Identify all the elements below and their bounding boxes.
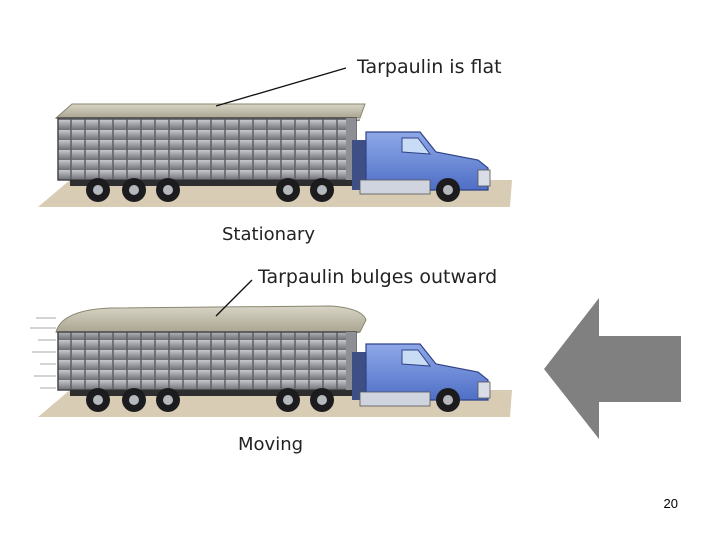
flat-tarpaulin-label: Tarpaulin is flat — [357, 56, 502, 78]
motion-lines — [30, 318, 56, 388]
moving-truck — [30, 280, 512, 417]
cab — [352, 132, 490, 194]
trailer-body — [58, 118, 356, 180]
trailer-body — [58, 332, 356, 390]
moving-caption: Moving — [238, 434, 303, 455]
callout-leader-line — [216, 68, 346, 106]
flat-tarpaulin — [56, 104, 365, 118]
stationary-caption: Stationary — [222, 224, 315, 245]
left-arrow-icon — [544, 298, 681, 439]
stationary-truck — [38, 68, 512, 207]
bulging-tarpaulin — [56, 306, 366, 332]
slide-number: 20 — [664, 496, 678, 511]
bulging-tarpaulin-label: Tarpaulin bulges outward — [258, 266, 497, 288]
cab — [352, 344, 490, 406]
